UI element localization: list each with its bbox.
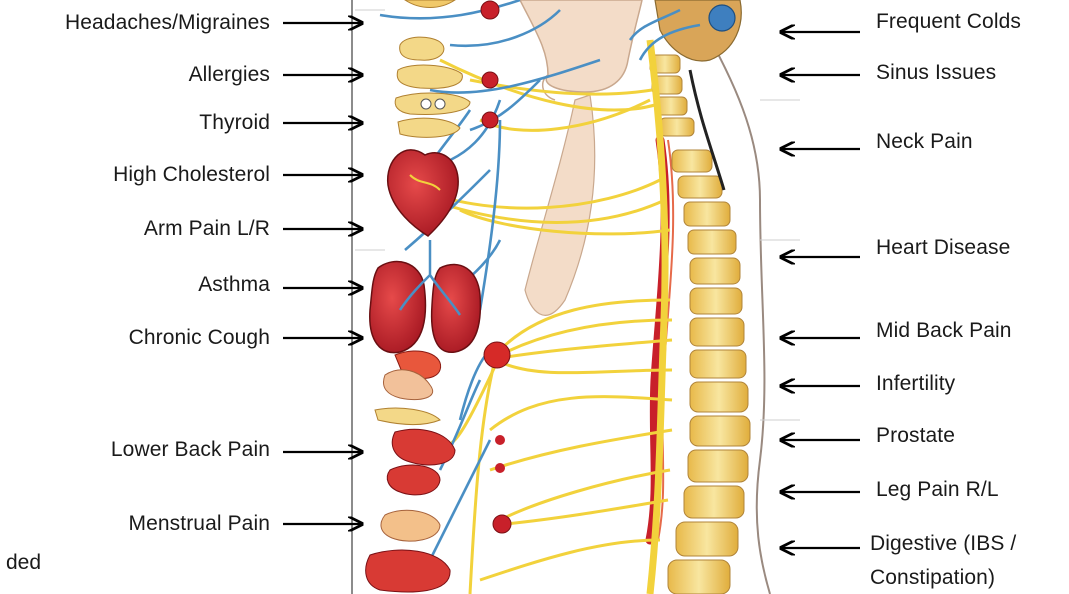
label-headaches-migraines: Headaches/Migraines	[65, 11, 270, 35]
label-leg-pain: Leg Pain R/L	[876, 478, 999, 502]
label-thyroid: Thyroid	[199, 111, 270, 135]
label-frequent-colds: Frequent Colds	[876, 10, 1021, 34]
left-arrows	[283, 23, 362, 524]
heart	[388, 150, 458, 236]
label-asthma: Asthma	[198, 273, 270, 297]
label-high-cholesterol: High Cholesterol	[113, 163, 270, 187]
label-lower-back-pain: Lower Back Pain	[111, 438, 270, 462]
left-lung	[370, 262, 426, 353]
label-digestive-line1: Digestive (IBS /	[870, 532, 1016, 556]
label-menstrual-pain: Menstrual Pain	[129, 512, 270, 536]
right-arrows	[781, 32, 860, 548]
cropped-text-fragment: ded	[6, 551, 41, 575]
label-mid-back-pain: Mid Back Pain	[876, 319, 1012, 343]
label-arm-pain: Arm Pain L/R	[144, 217, 270, 241]
label-digestive-line2: Constipation)	[870, 566, 995, 590]
organs	[366, 0, 481, 592]
label-prostate: Prostate	[876, 424, 955, 448]
label-infertility: Infertility	[876, 372, 955, 396]
label-heart-disease: Heart Disease	[876, 236, 1010, 260]
label-chronic-cough: Chronic Cough	[129, 326, 270, 350]
label-sinus-issues: Sinus Issues	[876, 61, 996, 85]
brain-node	[709, 5, 735, 31]
label-allergies: Allergies	[189, 63, 270, 87]
label-neck-pain: Neck Pain	[876, 130, 973, 154]
